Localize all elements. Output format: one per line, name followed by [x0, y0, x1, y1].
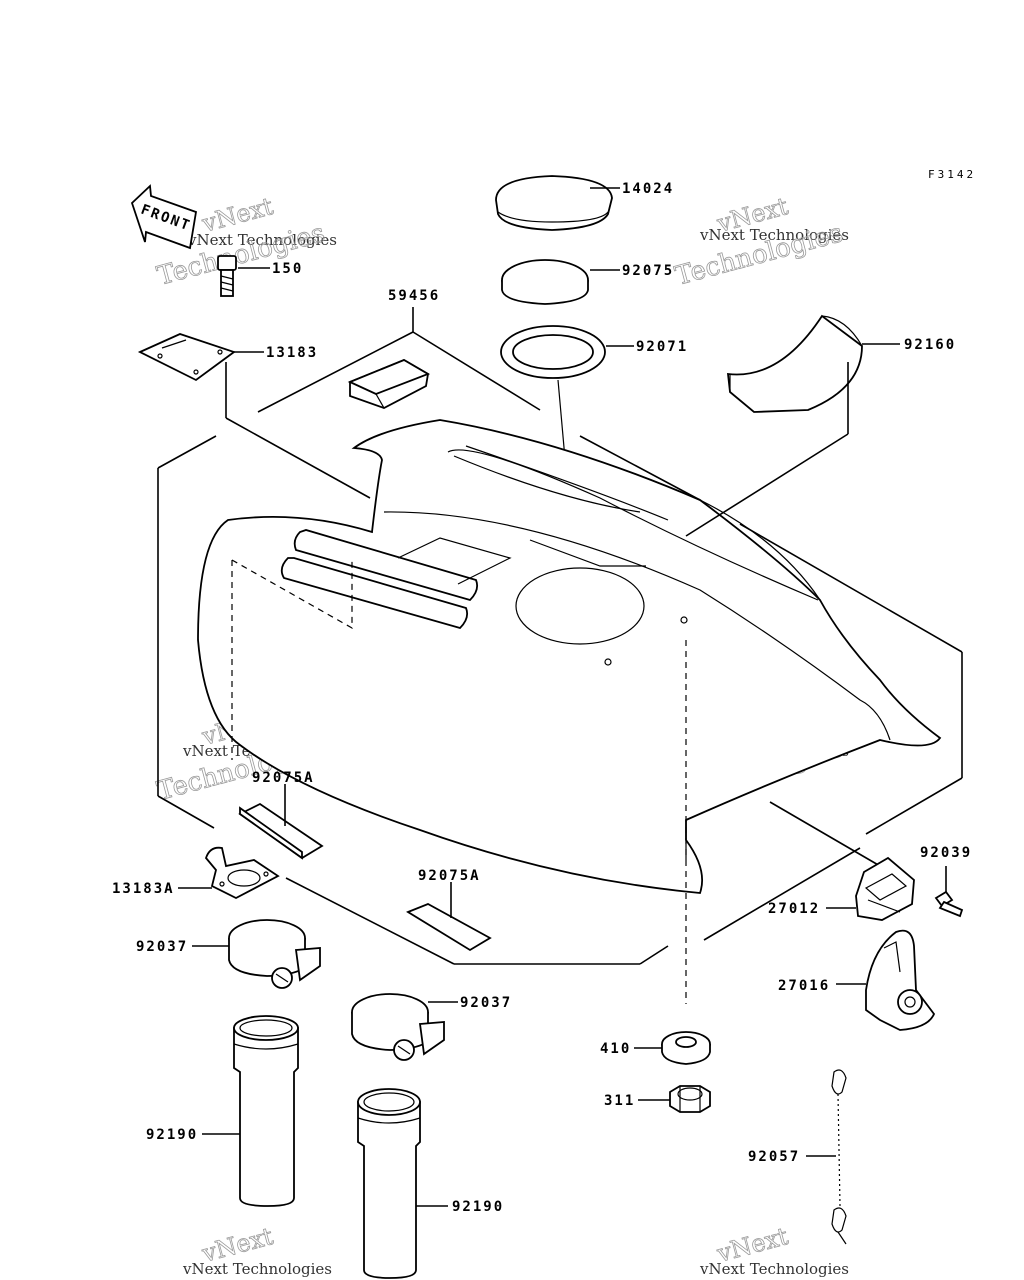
watermark-bottom-right: vNext vNext Technologies [699, 1222, 849, 1278]
pad-59456 [347, 358, 431, 409]
svg-text:vNext Technologies: vNext Technologies [699, 226, 849, 244]
label-92190-right: 92190 [452, 1199, 504, 1215]
label-13183a: 13183A [112, 881, 175, 897]
label-59456: 59456 [388, 288, 440, 304]
label-27012: 27012 [768, 901, 820, 917]
cap-14024 [495, 175, 620, 231]
bracket-13183a [178, 846, 280, 900]
tube-92190-right [357, 1088, 448, 1279]
bolt-150 [217, 255, 270, 297]
watermark-top-right: vNext vNext Technologies Technologies [672, 192, 849, 293]
label-92160: 92160 [904, 337, 956, 353]
assembly-frame-lines [157, 362, 963, 965]
label-92075: 92075 [622, 263, 674, 279]
label-92075a-lower: 92075A [418, 868, 481, 884]
label-92071: 92071 [636, 339, 688, 355]
label-311: 311 [604, 1093, 635, 1109]
figure-code: F3142 [928, 168, 976, 181]
label-14024: 14024 [622, 181, 674, 197]
svg-text:vNext Technologies: vNext Technologies [699, 1260, 849, 1278]
watermark-bottom-left: vNext vNext Technologies [182, 1222, 332, 1278]
label-92190-left: 92190 [146, 1127, 198, 1143]
strip-92075a-upper [238, 784, 324, 860]
pad-92160 [726, 314, 900, 413]
ring-92071 [500, 325, 634, 379]
strip-92075a-lower [406, 882, 492, 952]
nut-311 [638, 1085, 711, 1113]
label-92037-right: 92037 [460, 995, 512, 1011]
label-150: 150 [272, 261, 303, 277]
latch-27016 [836, 929, 936, 1031]
label-92037-left: 92037 [136, 939, 188, 955]
tube-92190-left [202, 1015, 299, 1207]
svg-text:vNext Technologies: vNext Technologies [182, 1260, 332, 1278]
front-arrow-icon: FRONT [130, 184, 198, 250]
label-410: 410 [600, 1041, 631, 1057]
svg-text:vNext Technologies: vNext Technologies [187, 231, 337, 249]
label-27016: 27016 [778, 978, 830, 994]
gasket-92075 [501, 259, 620, 305]
label-92039: 92039 [920, 845, 972, 861]
clamp-92037-left [192, 919, 321, 989]
bracket-13183 [137, 333, 264, 382]
bolt-92039 [934, 866, 964, 918]
clamp-92037-right [351, 993, 458, 1061]
label-92057: 92057 [748, 1149, 800, 1165]
label-13183: 13183 [266, 345, 318, 361]
washer-410 [634, 1031, 711, 1065]
label-92075a-upper: 92075A [252, 770, 315, 786]
chain-92057 [806, 1069, 847, 1245]
latch-27012 [826, 856, 915, 921]
fuel-tank-body [197, 419, 942, 1004]
